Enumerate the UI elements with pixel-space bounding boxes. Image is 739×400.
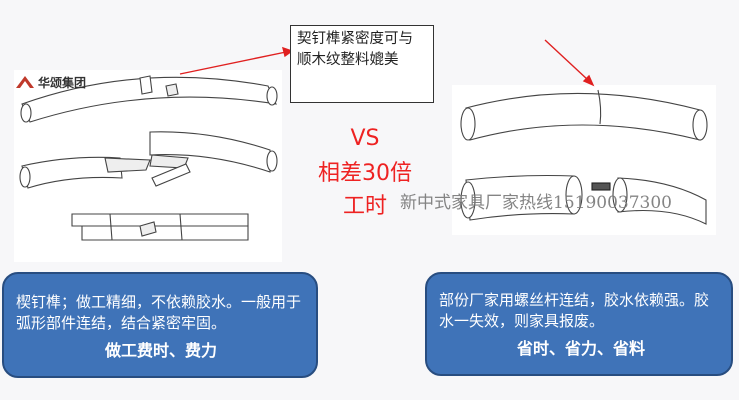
screw-joint-assembled-drawing: [460, 89, 708, 141]
left-description: 楔钉榫；做工精细，不依赖胶水。一般用于弧形部件连结，结合紧密牢固。: [16, 293, 302, 332]
callout-box: 契钉榫紧密度可与顺木纹整料媲美: [290, 25, 434, 103]
right-summary: 省时、省力、省料: [516, 339, 645, 358]
difference-label: 相差30倍: [318, 161, 412, 186]
watermark: 新中式家具厂家热线15190037300: [400, 193, 672, 213]
screw-joint-exploded-drawing: [460, 174, 707, 225]
right-description-box: 部份厂家用螺丝杆连结，胶水依赖强。胶水一失效，则家具报废。 省时、省力、省料: [425, 272, 733, 376]
callout-arrow: [179, 46, 294, 75]
wedge-joint-exploded-drawing: [19, 131, 278, 189]
vs-label: VS: [350, 126, 380, 151]
right-arrow: [544, 39, 595, 87]
left-summary: 做工费时、费力: [104, 341, 217, 360]
company-logo: 华颂集团: [16, 74, 86, 91]
logo-icon: [16, 75, 34, 88]
wedge-joint-section-drawing: [71, 213, 249, 241]
wedge-joint-assembled-drawing: [20, 75, 278, 123]
right-description: 部份厂家用螺丝杆连结，胶水依赖强。胶水一失效，则家具报废。: [439, 291, 710, 330]
work-hours-label: 工时: [342, 194, 387, 219]
logo-text: 华颂集团: [38, 76, 87, 90]
left-description-box: 楔钉榫；做工精细，不依赖胶水。一般用于弧形部件连结，结合紧密牢固。 做工费时、费…: [2, 272, 318, 378]
